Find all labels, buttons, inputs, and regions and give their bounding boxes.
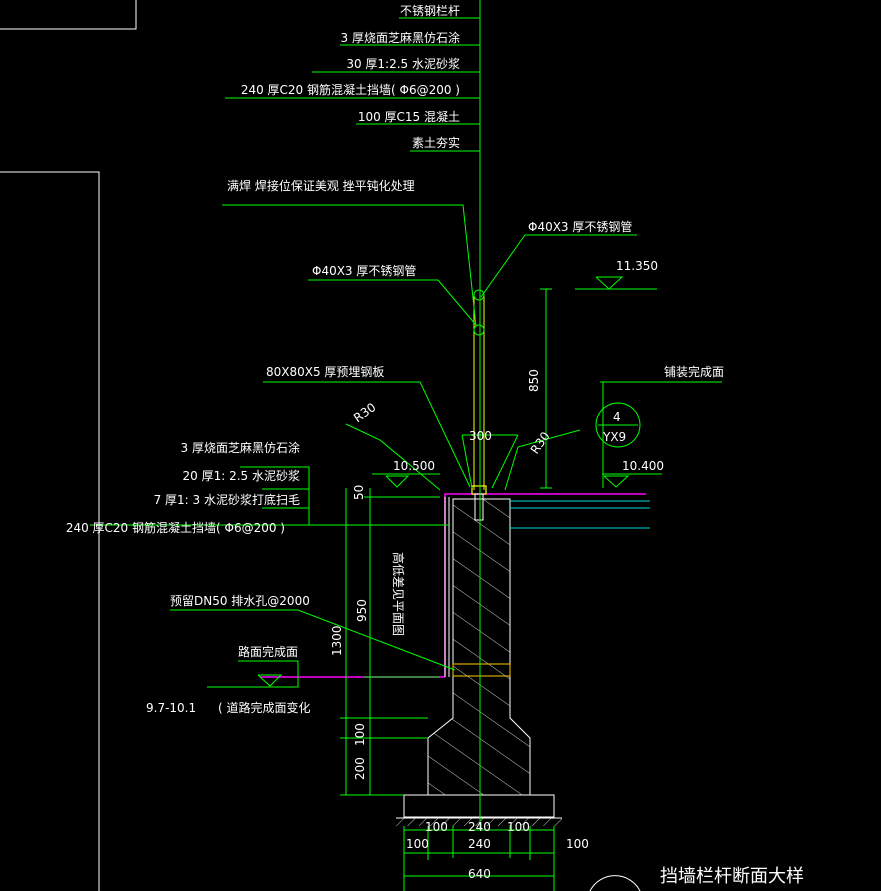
wall-height-note: 高低差见平面图 — [391, 552, 406, 636]
radius-left: R30 — [351, 400, 378, 425]
elevation-top: 11.350 — [616, 259, 658, 273]
callout-compacted-soil: 素土夯实 — [412, 135, 460, 150]
stainless-railing — [471, 289, 487, 521]
note-embedded-plate: 80X80X5 厚预埋钢板 — [266, 365, 384, 379]
callout-c15-concrete: 100 厚C15 混凝土 — [358, 109, 460, 124]
compacted-soil — [396, 818, 562, 826]
concrete-base — [403, 794, 555, 818]
left-callout: 3 厚烧面芝麻黑仿石涂 20 厚1: 2.5 水泥砂浆 7 厚1: 3 水泥砂浆… — [66, 440, 300, 535]
callout-retaining-wall: 240 厚C20 钢筋混凝土挡墙( Φ6@200 ) — [241, 82, 460, 97]
dim-base-240: 240 — [468, 820, 491, 834]
note-road-range: 9.7-10.1 — [146, 701, 196, 715]
drawing-title: 挡墙栏杆断面大样 — [660, 866, 804, 887]
dim-1300: 1300 — [330, 625, 344, 656]
dimension-lines — [340, 288, 555, 891]
left-callout-retaining-wall: 240 厚C20 钢筋混凝土挡墙( Φ6@200 ) — [66, 520, 285, 535]
dim-50: 50 — [352, 485, 366, 500]
note-weld: 满焊 焊接位保证美观 挫平钝化处理 — [227, 178, 415, 193]
note-road-change: ( 道路完成面变化 — [218, 700, 311, 715]
dim-200: 200 — [353, 757, 367, 780]
callout-railing: 不锈钢栏杆 — [400, 3, 460, 18]
detail-reference: 4 YX9 — [602, 410, 626, 444]
left-callout-stone-paint: 3 厚烧面芝麻黑仿石涂 — [181, 440, 300, 455]
notes: 满焊 焊接位保证美观 挫平钝化处理 Φ40X3 厚不锈钢管 Φ40X3 厚不锈钢… — [146, 178, 724, 715]
detail-sheet: YX9 — [602, 430, 626, 444]
detail-number: 4 — [613, 410, 621, 424]
dim-footing-240: 240 — [468, 837, 491, 851]
dim-850: 850 — [527, 369, 541, 392]
left-callout-base-coat: 7 厚1: 3 水泥砂浆打底扫毛 — [154, 492, 300, 507]
elevation-left: 10.500 — [393, 459, 435, 473]
sheet-frame — [0, 0, 137, 891]
note-drain-hole: 预留DN50 排水孔@2000 — [170, 594, 310, 608]
dim-base-100-left: 100 — [425, 820, 448, 834]
dimension-texts: 850 300 50 950 1300 100 200 100 240 100 … — [330, 369, 589, 881]
left-callout-mortar: 20 厚1: 2.5 水泥砂浆 — [183, 468, 300, 483]
radius-right: R30 — [528, 429, 553, 456]
callout-stone-paint: 3 厚烧面芝麻黑仿石涂 — [341, 30, 460, 45]
drawing-title-block: 挡墙栏杆断面大样 — [589, 866, 804, 891]
dim-950: 950 — [355, 599, 369, 622]
elevation-marks: 11.350 10.500 10.400 — [393, 259, 664, 473]
callout-mortar: 30 厚1:2.5 水泥砂浆 — [346, 56, 460, 71]
note-paving-finish: 铺装完成面 — [664, 364, 724, 379]
title-circle — [589, 875, 641, 891]
note-pipe-right: Φ40X3 厚不锈钢管 — [528, 219, 632, 234]
drain-pipe — [452, 663, 511, 677]
dim-footing-100-right: 100 — [566, 837, 589, 851]
leader-lines — [90, 0, 722, 830]
dim-total-640: 640 — [468, 867, 491, 881]
dim-100: 100 — [353, 723, 367, 746]
retaining-wall-section — [396, 498, 562, 826]
elevation-right: 10.400 — [622, 459, 664, 473]
note-pipe-left: Φ40X3 厚不锈钢管 — [312, 263, 416, 278]
dim-300: 300 — [469, 429, 492, 443]
top-callout: 不锈钢栏杆 3 厚烧面芝麻黑仿石涂 30 厚1:2.5 水泥砂浆 240 厚C2… — [241, 3, 460, 150]
dim-footing-100-left: 100 — [406, 837, 429, 851]
note-road-finish: 路面完成面 — [238, 644, 298, 659]
dim-base-100-right: 100 — [507, 820, 530, 834]
